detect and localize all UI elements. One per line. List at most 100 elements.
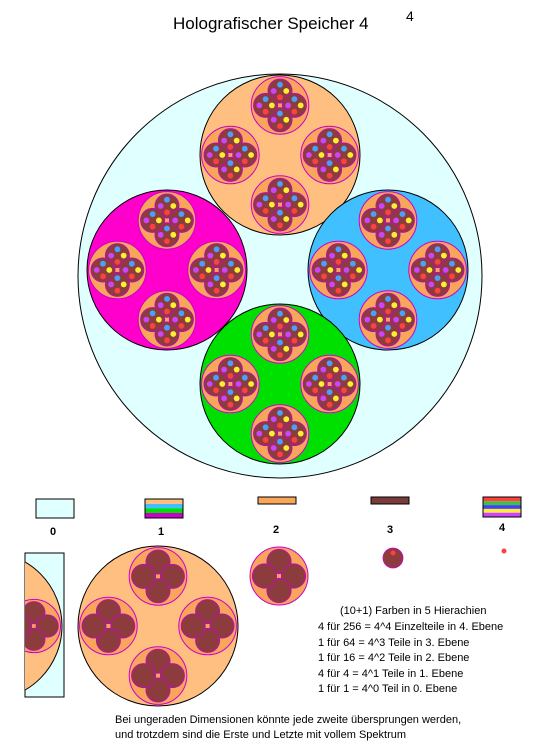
level-4-dot [219, 381, 226, 387]
page-title: Holografischer Speicher 4 [173, 14, 369, 33]
level-4-dot [193, 267, 199, 273]
legend-swatch-level-0 [35, 498, 75, 519]
level-4-dot [106, 267, 113, 273]
level-4-dot [277, 339, 283, 346]
level-4-dot [321, 260, 327, 267]
level-4-dot [213, 158, 219, 165]
level-4-dot [349, 273, 356, 280]
level-4-dot [343, 267, 350, 273]
legend-label-2: 2 [273, 524, 279, 536]
level-2-circle [79, 596, 138, 656]
level-3-circle [140, 207, 166, 233]
level-3-circle [361, 307, 387, 333]
level-4-dot [285, 430, 292, 437]
level-2-circle [249, 546, 309, 606]
zoom-level-4-dot [501, 548, 507, 554]
level-4-dot [277, 110, 283, 117]
level-2-circle [178, 596, 237, 656]
level-4-dot [143, 217, 150, 224]
level-4-dot [178, 310, 185, 317]
level-4-dot [393, 217, 400, 224]
level-4-dot [291, 325, 298, 332]
level-4-dot [283, 216, 290, 222]
level-2-circle [300, 354, 359, 414]
level-3-circle [302, 142, 328, 168]
level-4-dot [221, 395, 228, 402]
level-0-circle [77, 73, 483, 479]
legend-label-1: 1 [158, 526, 164, 538]
level-4-dot [164, 209, 170, 216]
level-3-circle [203, 371, 229, 397]
level-1-circle [86, 189, 248, 351]
level-4-dot [262, 424, 269, 431]
level-4-dot [391, 331, 398, 337]
level-4-dot [235, 152, 242, 158]
zoom-level-2-circle [249, 546, 309, 606]
level-4-dot [291, 424, 298, 431]
level-4-dot [385, 238, 391, 244]
level-4-dot [320, 137, 327, 144]
level-4-dot [297, 331, 304, 338]
level-4-dot [449, 260, 455, 267]
zoom-level-3-circle [382, 547, 404, 569]
level-4-dot [221, 267, 228, 273]
level-4-dot [306, 381, 312, 387]
level-4-dot [440, 252, 447, 259]
level-4-dot [114, 258, 121, 265]
level-4-dot [378, 302, 385, 309]
level-4-dot [320, 166, 327, 173]
level-4-dot [341, 252, 348, 259]
level-4-dot [114, 246, 121, 253]
level-2-circle [187, 240, 246, 300]
level-3-circle [0, 569, 13, 591]
level-4-dot [213, 287, 220, 294]
level-4-dot [256, 430, 263, 437]
level-4-dot [283, 345, 290, 352]
level-4-dot [385, 324, 391, 331]
level-4-dot [164, 196, 170, 203]
level-4-dot [277, 310, 283, 317]
level-4-dot [205, 267, 212, 273]
level-4-dot [370, 310, 377, 317]
level-4-dot [318, 381, 325, 387]
level-4-dot [326, 372, 333, 379]
level-4-dot [277, 451, 283, 458]
level-4-dot [277, 181, 283, 187]
level-4-dot [326, 360, 333, 367]
level-4-dot [213, 374, 219, 381]
level-3-circle [180, 613, 206, 639]
level-4-dot [164, 308, 170, 315]
level-4-dot [391, 203, 398, 209]
level-3-circle [253, 321, 279, 347]
level-4-dot [440, 281, 447, 288]
level-4-dot [327, 267, 334, 273]
level-4-dot [135, 267, 141, 273]
level-4-dot [277, 438, 283, 445]
level-4-dot [221, 366, 228, 373]
level-4-dot [213, 246, 220, 253]
level-4-dot [207, 252, 214, 259]
level-4-dot [270, 216, 277, 222]
level-4-dot [501, 548, 507, 554]
level-3-circle [382, 547, 404, 569]
level-4-dot [108, 252, 115, 259]
level-4-dot [329, 252, 336, 259]
level-4-dot [326, 172, 333, 179]
level-4-dot [227, 131, 234, 138]
level-4-dot [335, 287, 342, 294]
level-4-dot [341, 158, 347, 165]
level-4-dot [385, 308, 391, 315]
level-4-dot [227, 160, 234, 167]
level-3-circle [302, 371, 328, 397]
level-3-circle [25, 615, 33, 637]
level-4-dot [291, 195, 298, 202]
level-4-dot [262, 337, 269, 344]
level-4-dot [283, 317, 290, 323]
level-4-dot [285, 201, 292, 208]
level-4-dot [234, 267, 241, 273]
level-4-dot [347, 152, 354, 158]
level-4-dot [426, 267, 433, 273]
level-4-dot [120, 252, 127, 259]
level-4-dot [314, 267, 321, 273]
level-4-dot [100, 260, 106, 267]
